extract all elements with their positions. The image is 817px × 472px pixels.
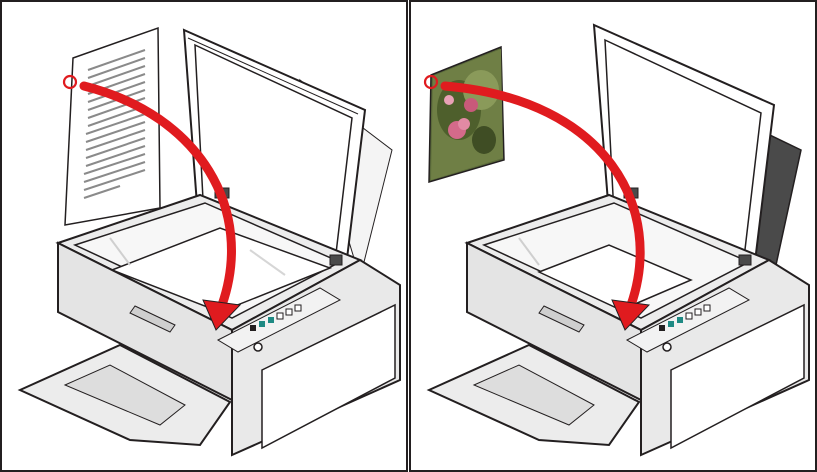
control-button-icon xyxy=(286,309,292,315)
power-button-icon xyxy=(663,343,671,351)
control-button-icon xyxy=(668,321,674,327)
control-button-icon xyxy=(686,313,692,319)
control-button-icon xyxy=(250,325,256,331)
power-button-icon xyxy=(254,343,262,351)
lid-hinge-right xyxy=(330,255,342,265)
panel-photo-placement xyxy=(409,0,817,472)
control-button-icon xyxy=(677,317,683,323)
control-button-icon xyxy=(277,313,283,319)
control-button-icon xyxy=(268,317,274,323)
original-document xyxy=(65,28,160,225)
photo-scene xyxy=(409,0,817,472)
lid-hinge-right xyxy=(739,255,751,265)
control-button-icon xyxy=(704,305,710,311)
control-button-icon xyxy=(295,305,301,311)
document-scene xyxy=(0,0,408,472)
panel-document-placement xyxy=(0,0,408,472)
control-button-icon xyxy=(259,321,265,327)
control-button-icon xyxy=(659,325,665,331)
control-button-icon xyxy=(695,309,701,315)
